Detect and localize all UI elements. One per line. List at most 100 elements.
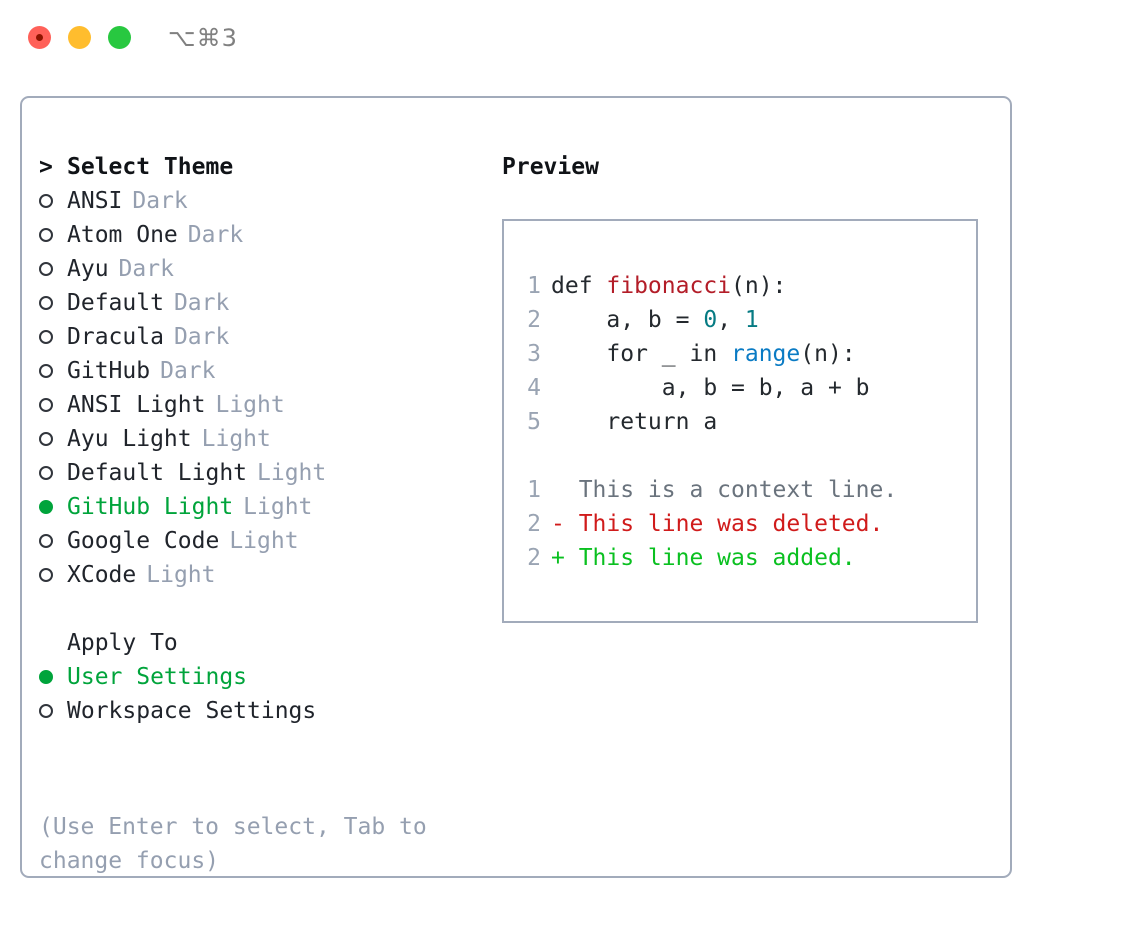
window-controls xyxy=(28,26,131,49)
apply-to-item[interactable]: Workspace Settings xyxy=(39,694,479,728)
theme-list-item[interactable]: Default Light Light xyxy=(39,456,479,490)
line-number: 4 xyxy=(527,375,541,401)
apply-to-label: User Settings xyxy=(67,664,248,690)
radio-empty-icon xyxy=(39,534,53,548)
code-token: a, b = b, a + b xyxy=(551,375,870,401)
theme-name: Ayu Light xyxy=(67,426,192,452)
radio-empty-icon xyxy=(39,364,53,378)
line-number: 2 xyxy=(527,307,541,333)
code-token: for _ in xyxy=(551,341,732,367)
theme-name: ANSI Light xyxy=(67,392,206,418)
line-number: 3 xyxy=(527,341,541,367)
theme-variant-tag: Light xyxy=(146,562,216,588)
code-token: (n): xyxy=(731,273,787,299)
diff-line-number: 1 xyxy=(527,477,541,503)
theme-radio[interactable] xyxy=(39,184,67,218)
shortcut-label: ⌥⌘3 xyxy=(168,24,238,52)
theme-name: Dracula xyxy=(67,324,164,350)
code-token: 0 xyxy=(703,307,718,333)
select-theme-heading: > Select Theme xyxy=(39,150,479,184)
theme-list-item[interactable]: GitHub Light Light xyxy=(39,490,479,524)
code-line: 3 for _ in range(n): xyxy=(519,337,897,371)
theme-name: GitHub xyxy=(67,358,151,384)
apply-to-heading: Apply To xyxy=(39,626,479,660)
theme-list-item[interactable]: XCode Light xyxy=(39,558,479,592)
radio-empty-icon xyxy=(39,262,53,276)
code-token: range xyxy=(731,341,801,367)
theme-radio[interactable] xyxy=(39,456,67,490)
apply-to-radio[interactable] xyxy=(39,660,67,694)
heading-caret-icon: > xyxy=(39,154,53,180)
theme-radio[interactable] xyxy=(39,218,67,252)
theme-name: Default Light xyxy=(67,460,248,486)
theme-radio[interactable] xyxy=(39,422,67,456)
theme-radio[interactable] xyxy=(39,524,67,558)
code-line: 2 a, b = 0, 1 xyxy=(519,303,897,337)
theme-list-item[interactable]: Dracula Dark xyxy=(39,320,479,354)
theme-list-item[interactable]: GitHub Dark xyxy=(39,354,479,388)
code-token: def xyxy=(551,273,607,299)
diff-line-number: 2 xyxy=(527,545,541,571)
theme-radio[interactable] xyxy=(39,252,67,286)
theme-variant-tag: Dark xyxy=(173,290,230,316)
radio-empty-icon xyxy=(39,228,53,242)
theme-radio[interactable] xyxy=(39,388,67,422)
code-token: a, b = xyxy=(551,307,704,333)
theme-variant-tag: Light xyxy=(201,426,271,452)
theme-variant-tag: Light xyxy=(215,392,285,418)
diff-line: 1 This is a context line. xyxy=(519,473,897,507)
title-bar: ⌥⌘3 xyxy=(0,0,1140,78)
theme-variant-tag: Dark xyxy=(160,358,216,384)
theme-variant-tag: Dark xyxy=(132,188,188,214)
theme-radio[interactable] xyxy=(39,320,67,354)
line-number: 5 xyxy=(527,409,541,435)
apply-to-radio[interactable] xyxy=(39,694,67,728)
theme-variant-tag: Dark xyxy=(173,324,230,350)
theme-radio[interactable] xyxy=(39,558,67,592)
radio-empty-icon xyxy=(39,194,53,208)
apply-to-heading-label: Apply To xyxy=(67,630,178,656)
theme-radio[interactable] xyxy=(39,490,67,524)
theme-variant-tag: Light xyxy=(243,494,313,520)
close-button[interactable] xyxy=(28,26,51,49)
maximize-button[interactable] xyxy=(108,26,131,49)
radio-selected-icon xyxy=(39,670,53,684)
select-theme-heading-label: Select Theme xyxy=(67,154,234,180)
theme-name: Atom One xyxy=(67,222,178,248)
diff-line-text: + This line was added. xyxy=(551,545,856,571)
theme-list-item[interactable]: ANSI Light Light xyxy=(39,388,479,422)
apply-to-item[interactable]: User Settings xyxy=(39,660,479,694)
theme-name: ANSI xyxy=(67,188,123,214)
theme-name: XCode xyxy=(67,562,137,588)
theme-radio[interactable] xyxy=(39,354,67,388)
diff-line-number: 2 xyxy=(527,511,541,537)
radio-empty-icon xyxy=(39,466,53,480)
theme-name: Ayu xyxy=(67,256,109,282)
list-spacer xyxy=(39,592,479,626)
theme-name: Default xyxy=(67,290,164,316)
theme-list-item[interactable]: ANSI Dark xyxy=(39,184,479,218)
code-token: return a xyxy=(551,409,718,435)
theme-variant-tag: Light xyxy=(257,460,327,486)
radio-empty-icon xyxy=(39,398,53,412)
keyboard-hint: (Use Enter to select, Tab to change focu… xyxy=(39,814,427,874)
minimize-button[interactable] xyxy=(68,26,91,49)
theme-list-item[interactable]: Default Dark xyxy=(39,286,479,320)
apply-to-label: Workspace Settings xyxy=(67,698,317,724)
theme-name: GitHub Light xyxy=(67,494,234,520)
theme-list-item[interactable]: Ayu Light Light xyxy=(39,422,479,456)
theme-radio[interactable] xyxy=(39,286,67,320)
code-token: 1 xyxy=(744,307,759,333)
code-blank-line xyxy=(519,439,897,473)
diff-line: 2 + This line was added. xyxy=(519,541,897,575)
